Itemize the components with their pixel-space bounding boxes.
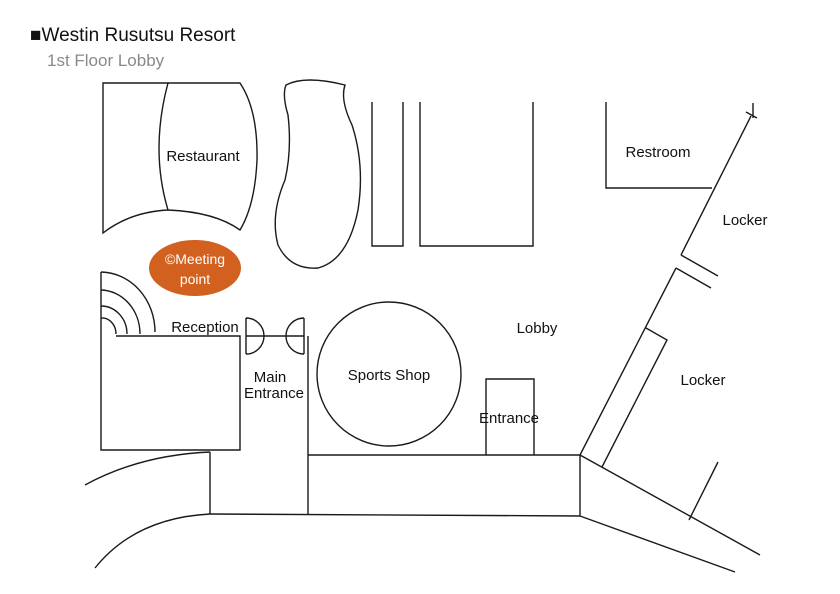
restaurant-label: Restaurant bbox=[166, 148, 240, 165]
sports-shop-area[interactable]: Sports Shop bbox=[316, 301, 462, 447]
restaurant-room bbox=[158, 82, 258, 232]
main-entrance-area[interactable]: Main Entrance bbox=[244, 317, 305, 402]
sports-shop-room bbox=[316, 301, 462, 447]
entrance-vestibule bbox=[485, 378, 535, 455]
restaurant-outline bbox=[102, 82, 169, 235]
lobby-label: Lobby bbox=[517, 320, 558, 337]
sports-shop-label: Sports Shop bbox=[348, 367, 431, 384]
restroom-outline bbox=[605, 102, 712, 189]
locker-lower-area[interactable]: Locker bbox=[680, 372, 725, 389]
restaurant-area[interactable]: Restaurant bbox=[102, 82, 258, 235]
main-entrance-label-line1: Main bbox=[254, 369, 287, 386]
reception-arc-mid bbox=[100, 289, 141, 335]
entrance-label: Entrance bbox=[479, 410, 539, 427]
pillar-wide bbox=[419, 102, 534, 247]
entrance-corridor-walls bbox=[209, 336, 309, 514]
reception-arc-outer bbox=[100, 271, 156, 333]
floor-subtitle: 1st Floor Lobby bbox=[47, 51, 165, 70]
entrance-area[interactable]: Entrance bbox=[479, 378, 539, 455]
locker-upper-label: Locker bbox=[722, 212, 767, 229]
lobby-area[interactable]: Lobby bbox=[517, 320, 558, 337]
reception-label: Reception bbox=[171, 319, 239, 336]
restroom-area[interactable]: Restroom bbox=[605, 102, 712, 189]
pillar-narrow bbox=[371, 102, 404, 247]
reception-arc-inner bbox=[100, 305, 128, 335]
meeting-point-marker[interactable]: ©Meeting point bbox=[149, 240, 241, 296]
main-entrance-label-line2: Entrance bbox=[244, 385, 304, 402]
meeting-point-label-line1: ©Meeting bbox=[165, 251, 225, 267]
driveway-outer bbox=[84, 451, 211, 486]
reception-block bbox=[100, 272, 241, 451]
front-wall bbox=[209, 454, 581, 517]
map-title: ■Westin Rusutsu Resort bbox=[30, 25, 236, 46]
locker-upper-area[interactable]: Locker bbox=[722, 212, 767, 229]
front-wall-diagonal bbox=[579, 454, 761, 573]
reception-arc-core bbox=[100, 317, 117, 335]
corridor-wall-lower bbox=[579, 267, 677, 468]
reception-area[interactable]: Reception bbox=[100, 271, 241, 451]
restroom-label: Restroom bbox=[625, 144, 690, 161]
meeting-point-badge bbox=[149, 240, 241, 296]
driveway-inner bbox=[94, 513, 211, 569]
curved-structure bbox=[274, 79, 362, 269]
corridor-wall-bottom bbox=[688, 461, 719, 521]
meeting-point-label-line2: point bbox=[180, 271, 210, 287]
corridor-wall-upper bbox=[680, 103, 758, 256]
locker-lower-label: Locker bbox=[680, 372, 725, 389]
corridor-wall-gap bbox=[675, 254, 719, 289]
